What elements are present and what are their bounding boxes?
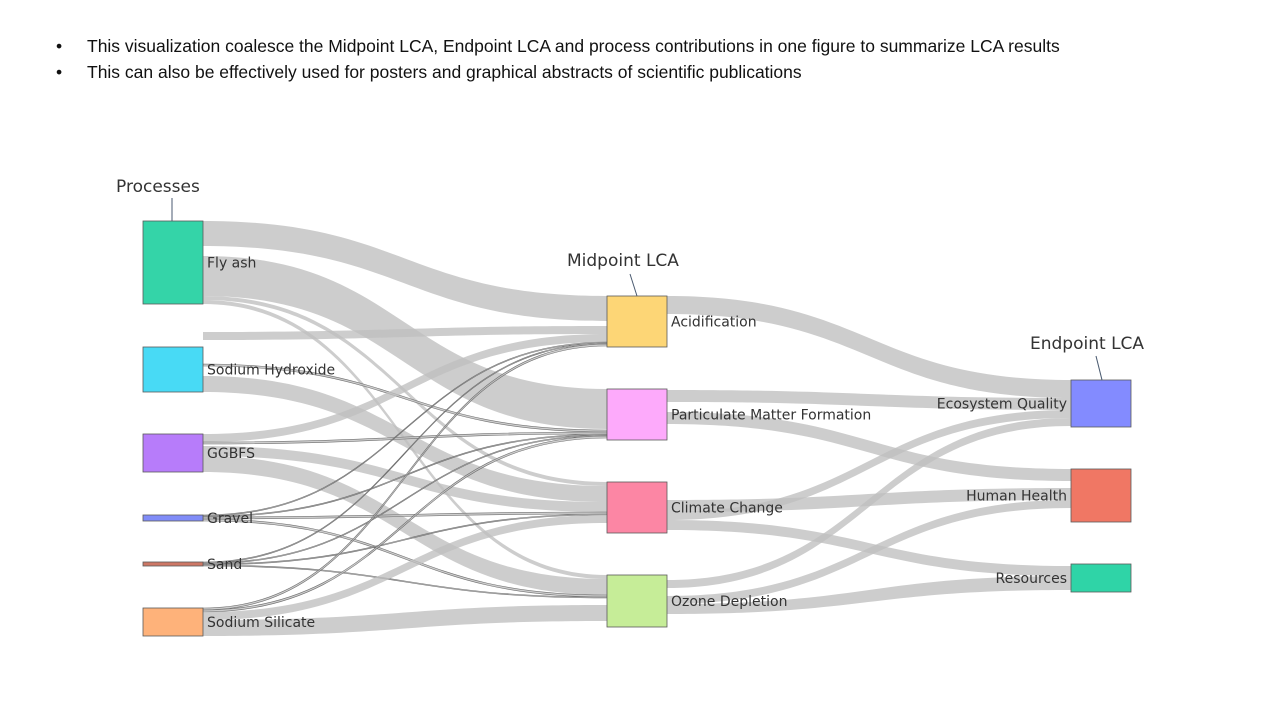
node-pm-formation bbox=[606, 388, 668, 441]
link-ggbfs-to-ozone-depletion bbox=[203, 456, 607, 595]
bullet-marker: • bbox=[56, 36, 63, 56]
midpoint-column-label: Midpoint LCA bbox=[567, 251, 679, 271]
node-fly-ash bbox=[142, 220, 204, 305]
endpoint-column-label: Endpoint LCA bbox=[1030, 334, 1144, 354]
sankey-nodes bbox=[142, 220, 1132, 637]
node-sodium-hydroxide bbox=[142, 346, 204, 393]
node-label-human-health: Human Health bbox=[966, 489, 1067, 505]
link-acidification-to-ecosystem-quality bbox=[667, 296, 1071, 398]
link-climate-change-to-ecosystem-quality bbox=[667, 410, 1071, 520]
link-fly-ash-to-acidification bbox=[203, 221, 607, 321]
node-gravel bbox=[142, 514, 204, 522]
bullet-text: This can also be effectively used for po… bbox=[87, 61, 802, 82]
column-labels: Processes Midpoint LCA Endpoint LCA bbox=[116, 177, 1144, 381]
bullet-item: • This can also be effectively used for p… bbox=[56, 60, 1060, 86]
bullet-item: • This visualization coalesce the Midpoin… bbox=[56, 34, 1060, 60]
sankey-links bbox=[202, 221, 1071, 636]
link-pm-formation-to-human-health bbox=[667, 412, 1071, 481]
node-ecosystem-quality bbox=[1070, 379, 1132, 428]
node-ggbfs bbox=[142, 433, 204, 473]
node-label-sand: Sand bbox=[207, 557, 242, 573]
node-label-acidification: Acidification bbox=[671, 315, 757, 331]
link-pm-formation-to-ecosystem-quality bbox=[667, 390, 1071, 410]
node-label-climate-change: Climate Change bbox=[671, 501, 783, 517]
processes-column-label: Processes bbox=[116, 177, 200, 197]
node-climate-change bbox=[606, 481, 668, 534]
link-ggbfs-to-climate-change bbox=[203, 446, 607, 512]
link-ozone-depletion-to-human-health bbox=[667, 500, 1071, 604]
node-sodium-silicate bbox=[142, 607, 204, 637]
link-fly-ash-to-pm-formation bbox=[203, 256, 607, 429]
link-sodium-silicate-to-ozone-depletion bbox=[203, 605, 607, 636]
node-sand bbox=[142, 561, 204, 567]
midpoint-pointer bbox=[629, 273, 638, 297]
bullet-text: This visualization coalesce the Midpoint… bbox=[87, 36, 1060, 56]
link-sodium-hydroxide-to-acidification bbox=[203, 326, 607, 340]
link-ozone-depletion-to-resources bbox=[667, 576, 1071, 614]
node-acidification bbox=[606, 295, 668, 348]
node-label-ozone-depletion: Ozone Depletion bbox=[671, 594, 787, 610]
node-human-health bbox=[1070, 468, 1132, 523]
link-sodium-silicate-to-climate-change bbox=[203, 515, 607, 620]
endpoint-pointer bbox=[1095, 355, 1103, 381]
node-label-resources: Resources bbox=[996, 571, 1068, 587]
bullet-list: • This visualization coalesce the Midpoin… bbox=[56, 34, 1060, 85]
bullet-marker: • bbox=[56, 61, 63, 82]
link-ggbfs-to-acidification bbox=[203, 334, 607, 442]
node-label-gravel: Gravel bbox=[207, 511, 253, 527]
node-label-pm-formation: Particulate Matter Formation bbox=[671, 408, 871, 424]
node-label-ggbfs: GGBFS bbox=[207, 446, 255, 462]
link-ozone-depletion-to-ecosystem-quality bbox=[667, 418, 1071, 588]
node-ozone-depletion bbox=[606, 574, 668, 628]
node-label-ecosystem-quality: Ecosystem Quality bbox=[937, 397, 1067, 413]
node-label-sodium-hydroxide: Sodium Hydroxide bbox=[207, 363, 335, 379]
node-resources bbox=[1070, 563, 1132, 593]
node-label-sodium-silicate: Sodium Silicate bbox=[207, 615, 315, 631]
node-label-fly-ash: Fly ash bbox=[207, 256, 256, 272]
